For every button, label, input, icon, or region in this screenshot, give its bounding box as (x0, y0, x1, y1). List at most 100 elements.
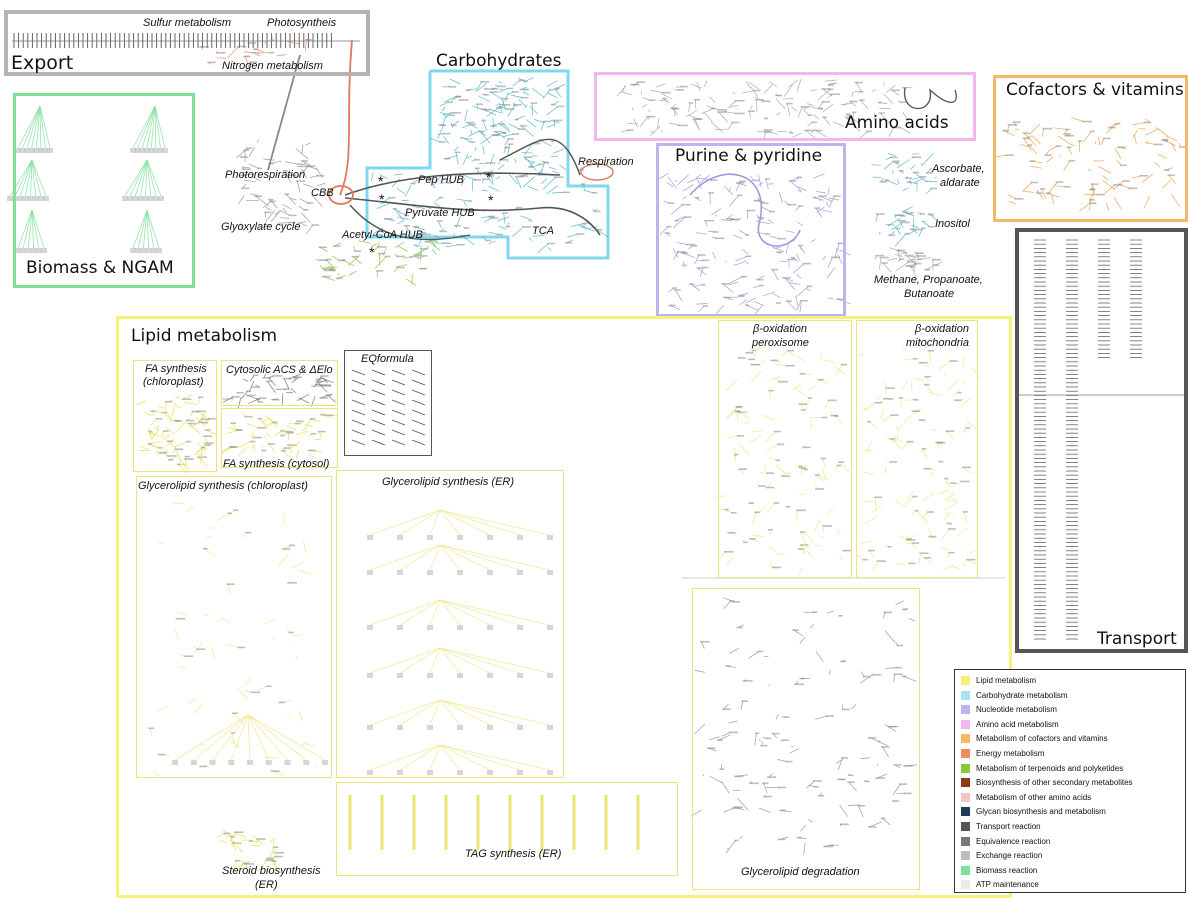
carbohydrate-pathway (505, 92, 508, 101)
photorespiration-pathway (285, 162, 298, 164)
lipid-label-fa-chloroplast-2: (chloroplast) (143, 376, 204, 389)
terpenoid-pathway (396, 256, 405, 258)
terpenoid-pathway (375, 256, 386, 268)
lipid-label-tag: TAG synthesis (ER) (465, 848, 561, 861)
carbohydrate-pathway (489, 91, 498, 93)
carbohydrate-pathway (509, 124, 520, 129)
photorespiration-pathway (250, 194, 258, 196)
ascorbate-pathway (897, 179, 899, 184)
lipid-box-beta-mitochondria (856, 320, 978, 578)
carbohydrate-pathway (466, 122, 475, 124)
carbohydrate-pathway (543, 90, 550, 99)
photorespiration-pathway (297, 163, 306, 165)
label-respiration: Respiration (578, 156, 634, 169)
carbohydrate-pathway (501, 98, 509, 100)
photorespiration-pathway (296, 149, 308, 159)
photorespiration-pathway (288, 215, 296, 217)
carbohydrate-pathway (552, 171, 559, 173)
legend-swatch (961, 764, 970, 773)
legend-item: Energy metabolism (961, 747, 1044, 760)
methane-pathway (897, 250, 905, 252)
region-cofactors-title: Cofactors & vitamins (1006, 80, 1184, 100)
legend-swatch (961, 866, 970, 875)
lipid-label-fa-cytosol: FA synthesis (cytosol) (223, 458, 329, 471)
lipid-label-glycerolipid-er: Glycerolipid synthesis (ER) (382, 476, 514, 489)
carbohydrate-pathway (581, 183, 586, 185)
label-cbb: CBB (311, 187, 334, 200)
carbohydrate-pathway (486, 162, 495, 164)
export-label-photosynthesis: Photosyntheis (267, 17, 336, 30)
label-glyoxylate: Glyoxylate cycle (221, 221, 300, 234)
carbohydrate-pathway (484, 88, 494, 90)
carbohydrate-pathway (543, 162, 548, 164)
carbohydrate-pathway (563, 192, 570, 194)
lipid-box-glycerolipid-chloroplast (136, 476, 332, 778)
carbohydrate-pathway (592, 192, 597, 194)
carbohydrate-pathway (438, 221, 441, 227)
carbohydrate-pathway (508, 105, 515, 117)
carbohydrate-pathway (445, 245, 458, 247)
legend-item: Exchange reaction (961, 849, 1042, 862)
lipid-label-glycerolipid-degradation: Glycerolipid degradation (741, 866, 860, 879)
photorespiration-pathway (244, 149, 250, 151)
terpenoid-pathway (377, 246, 386, 248)
terpenoid-pathway (419, 268, 427, 270)
legend-swatch (961, 851, 970, 860)
label-ascorbate-2: aldarate (940, 177, 980, 190)
terpenoid-pathway (352, 256, 359, 258)
carbohydrate-pathway (480, 131, 491, 143)
carbohydrate-pathway (547, 243, 555, 245)
carbohydrate-pathway (457, 199, 470, 201)
terpenoid-pathway (378, 253, 386, 255)
carbohydrate-pathway (492, 134, 500, 136)
carbohydrate-pathway (483, 120, 487, 130)
terpenoid-pathway (396, 264, 407, 266)
carbohydrate-pathway (384, 218, 393, 220)
region-biomass-title: Biomass & NGAM (26, 258, 174, 278)
carbohydrate-pathway (508, 143, 513, 145)
ascorbate-pathway (931, 188, 937, 190)
carbohydrate-pathway (521, 97, 529, 99)
methane-pathway (907, 261, 916, 263)
lipid-label-eqformula: EQformula (361, 353, 414, 366)
carbohydrate-pathway (520, 125, 527, 127)
carbohydrate-pathway (496, 234, 503, 236)
ascorbate-pathway (905, 177, 912, 179)
carbohydrate-pathway (481, 120, 486, 122)
carbohydrate-pathway (594, 211, 601, 213)
legend-item: Nucleotide metabolism (961, 703, 1057, 716)
carbohydrate-pathway (476, 82, 482, 92)
terpenoid-pathway (422, 255, 427, 257)
carbohydrate-pathway (371, 172, 373, 181)
carbohydrate-pathway (522, 226, 531, 228)
legend-item: Biomass reaction (961, 864, 1037, 877)
legend-item: Metabolism of terpenoids and polyketides (961, 762, 1123, 775)
legend-label: Lipid metabolism (976, 676, 1036, 685)
photorespiration-pathway (300, 166, 308, 168)
carbohydrate-pathway (496, 176, 500, 179)
carbohydrate-pathway (516, 207, 522, 209)
label-acetyl-coa-hub: Acetyl-CoA HUB (342, 229, 423, 242)
legend-item: Glycan biosynthesis and metabolism (961, 805, 1106, 818)
ascorbate-pathway (892, 171, 893, 174)
ascorbate-pathway (894, 162, 898, 164)
carbohydrate-pathway (553, 149, 564, 154)
lipid-box-glycerolipid-er (336, 470, 564, 778)
carbohydrate-pathway (430, 138, 440, 142)
region-amino-acids-title: Amino acids (845, 113, 949, 133)
carbohydrate-pathway (479, 96, 490, 102)
export-label-nitrogen: Nitrogen metabolism (222, 60, 323, 73)
legend-swatch (961, 720, 970, 729)
carbohydrate-pathway (499, 226, 506, 229)
carbohydrate-pathway (549, 89, 554, 91)
carbohydrate-pathway (581, 226, 586, 228)
carbohydrate-pathway (527, 120, 537, 128)
photorespiration-pathway (257, 140, 258, 143)
ascorbate-pathway (934, 177, 936, 178)
carbohydrate-pathway (491, 92, 501, 99)
carbohydrate-pathway (524, 78, 534, 83)
ascorbate-pathway (899, 170, 904, 172)
ascorbate-pathway (926, 188, 932, 194)
region-carbohydrates-title: Carbohydrates (436, 51, 561, 71)
terpenoid-pathway (349, 271, 357, 275)
